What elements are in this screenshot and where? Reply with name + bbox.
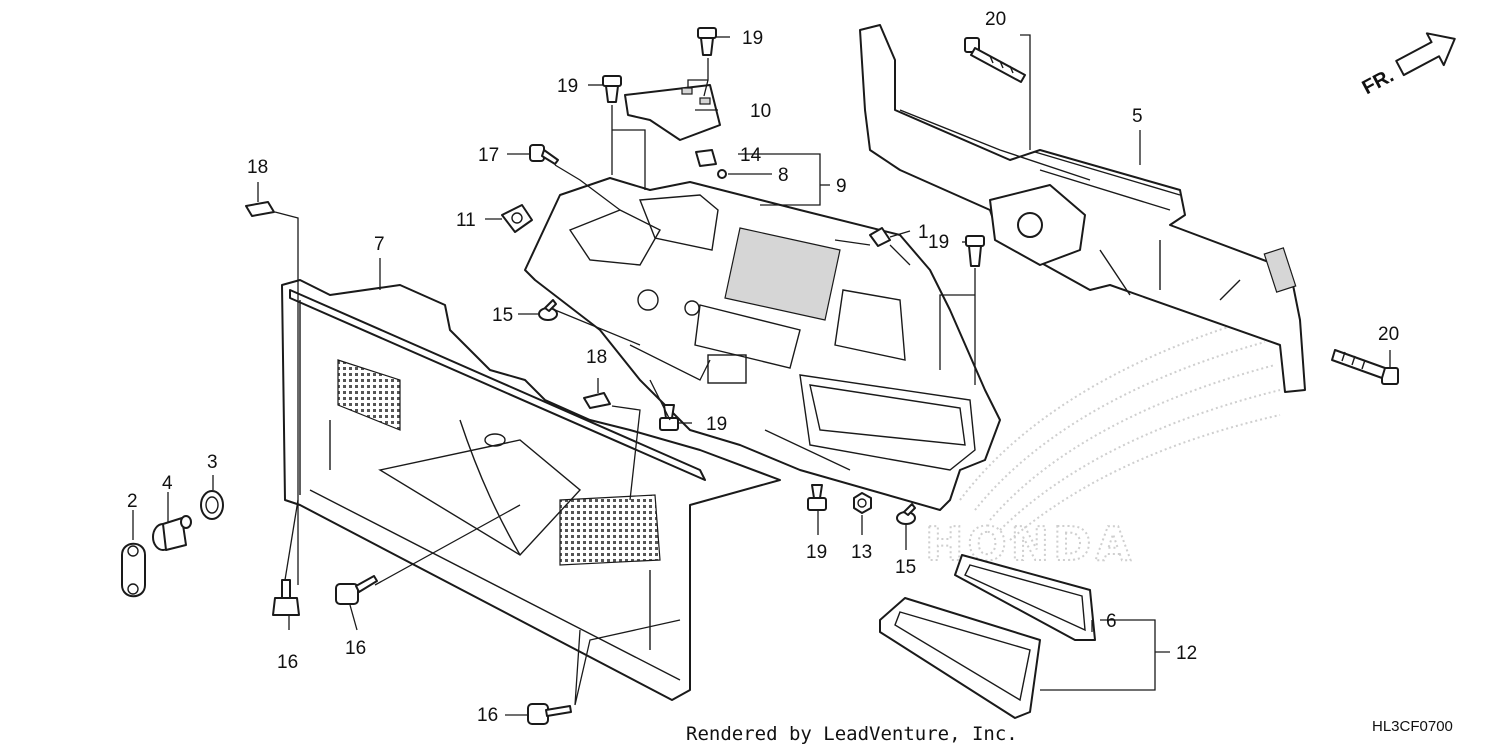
callout-16-center: 16 xyxy=(345,638,366,659)
part-13-nut xyxy=(853,492,872,514)
callout-3: 3 xyxy=(207,452,218,473)
callout-17: 17 xyxy=(478,145,499,166)
callout-9: 9 xyxy=(836,176,847,197)
part-19-clip-e xyxy=(807,484,827,511)
callout-13: 13 xyxy=(851,542,872,563)
callout-20-right: 20 xyxy=(1378,324,1399,345)
part-16-bolt-b xyxy=(335,575,378,605)
part-8-washer xyxy=(717,169,727,179)
part-15-screw-a xyxy=(538,299,558,321)
callout-8: 8 xyxy=(778,165,789,186)
part-3-ring xyxy=(200,490,224,520)
part-5-frame-bracket xyxy=(859,24,1306,393)
part-14-nut-clip xyxy=(695,149,717,167)
diagram-code: HL3CF0700 xyxy=(1372,718,1453,735)
part-16-bolt-a xyxy=(272,579,300,616)
callout-2: 2 xyxy=(127,491,138,512)
callout-20-top: 20 xyxy=(985,9,1006,30)
callout-7: 7 xyxy=(374,234,385,255)
callout-10: 10 xyxy=(750,101,771,122)
part-20-bolt-right xyxy=(1331,349,1399,385)
part-11-grommet xyxy=(501,204,533,233)
callout-19-right-clip: 19 xyxy=(928,232,949,253)
part-15-screw-b xyxy=(896,503,916,525)
part-19-clip-a xyxy=(697,27,717,56)
callout-11: 11 xyxy=(456,210,476,231)
callout-18-left: 18 xyxy=(247,157,268,178)
callout-14: 14 xyxy=(740,145,762,166)
watermark-brand-text: HONDA xyxy=(925,517,1135,571)
part-7-lower-panel xyxy=(281,279,781,701)
part-18-clip-a xyxy=(245,201,275,217)
part-2-gasket xyxy=(121,542,146,598)
part-19-clip-c xyxy=(965,235,985,267)
front-arrow-icon xyxy=(1395,32,1456,77)
callout-labels: 19 19 10 17 14 8 9 11 1 19 15 19 19 13 1… xyxy=(127,9,1399,726)
part-1-clip xyxy=(869,227,891,247)
callout-15-right: 15 xyxy=(895,557,916,578)
callout-5: 5 xyxy=(1132,106,1143,127)
part-20-bolt-top xyxy=(964,37,1026,83)
front-direction-indicator: FR. xyxy=(1359,32,1456,100)
part-19-clip-b xyxy=(602,75,622,103)
callout-19-bottom-clip: 19 xyxy=(806,542,827,563)
part-4-plug xyxy=(152,515,192,551)
callout-16-bottom: 16 xyxy=(477,705,498,726)
callout-16-left: 16 xyxy=(277,652,298,673)
leader-lines xyxy=(132,34,1391,716)
part-17-screw xyxy=(529,144,559,165)
callout-4: 4 xyxy=(162,473,173,494)
part-10-cover xyxy=(624,84,721,141)
front-direction-label: FR. xyxy=(1359,65,1398,100)
footer-credit: Rendered by LeadVenture, Inc. xyxy=(686,723,1018,745)
part-16-bolt-c xyxy=(527,703,572,725)
callout-18-center: 18 xyxy=(586,347,607,368)
part-18-clip-b xyxy=(583,392,611,409)
callout-15-left: 15 xyxy=(492,305,513,326)
callout-19-left-clip: 19 xyxy=(557,76,578,97)
callout-19-top-clip: 19 xyxy=(742,28,763,49)
part-6-seal xyxy=(954,554,1096,641)
part-12-tray xyxy=(879,597,1041,719)
callout-6: 6 xyxy=(1106,611,1117,632)
callout-19-center-clip: 19 xyxy=(706,414,727,435)
callout-1: 1 xyxy=(918,222,929,243)
callout-12: 12 xyxy=(1176,643,1197,664)
